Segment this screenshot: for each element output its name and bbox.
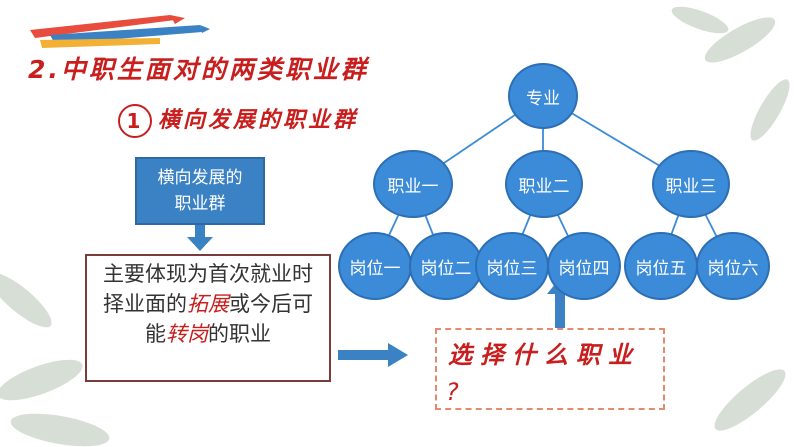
tree-node-post-4: 岗位四 — [547, 232, 621, 300]
tree-node-post-1: 岗位一 — [338, 232, 412, 300]
tree-node-post-6: 岗位六 — [696, 232, 770, 300]
tree-node-career-3: 职业三 — [652, 150, 730, 218]
tree-node-post-2: 岗位二 — [409, 232, 483, 300]
tree-node-post-5: 岗位五 — [624, 232, 698, 300]
tree-node-career-2: 职业二 — [505, 150, 583, 218]
tree-node-root: 专业 — [508, 63, 578, 129]
tree-node-post-3: 岗位三 — [475, 232, 549, 300]
tree-node-career-1: 职业一 — [373, 150, 453, 218]
